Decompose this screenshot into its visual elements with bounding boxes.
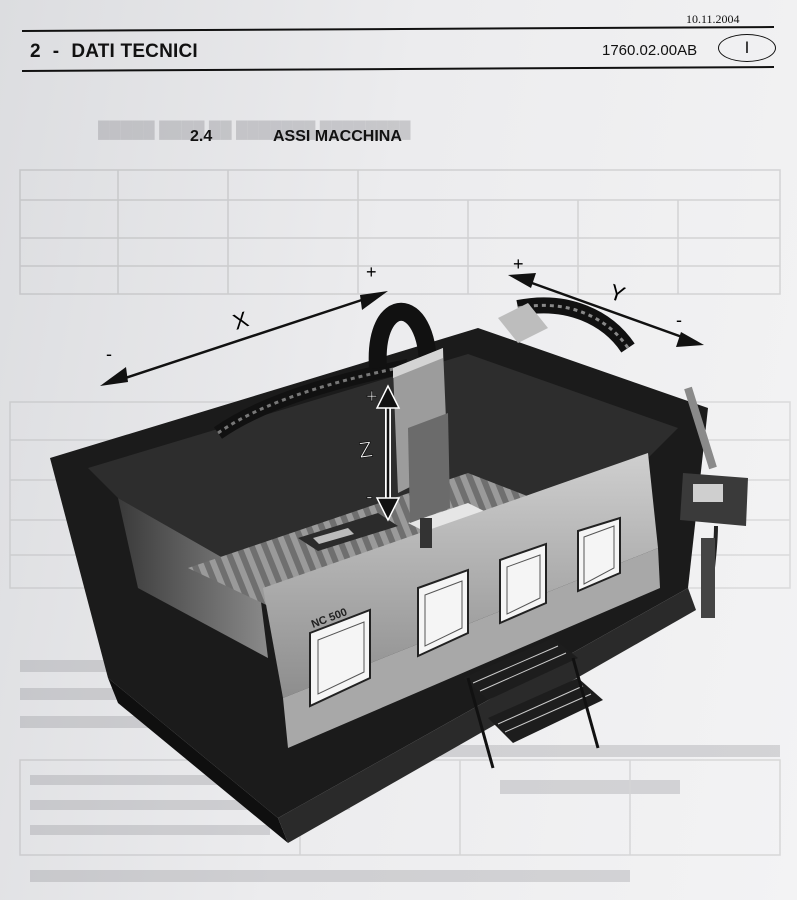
x-axis-arrow — [100, 291, 388, 386]
header-bottom-rule — [21, 66, 775, 72]
section-title: ASSI MACCHINA — [273, 128, 402, 145]
z-axis-minus: - — [366, 486, 373, 508]
section-number: 2.4 — [190, 128, 213, 145]
chapter-dash: - — [52, 41, 60, 62]
y-axis-arrow — [508, 273, 704, 347]
z-axis-plus: + — [366, 386, 378, 408]
y-axis-label: Y — [606, 279, 628, 307]
language-mark: I — [718, 34, 776, 62]
document-date: 10.11.2004 — [686, 12, 740, 26]
x-axis-minus: - — [106, 344, 112, 364]
z-axis-label: Z — [357, 436, 374, 463]
access-steps — [463, 638, 603, 769]
document-code: 1760.02.00AB — [602, 42, 698, 59]
bleed-through-table — [19, 169, 781, 295]
chapter-title: DATI TECNICI — [71, 41, 198, 62]
header-top-rule — [21, 26, 775, 32]
control-panel — [680, 386, 748, 619]
x-axis-plus: + — [366, 262, 377, 282]
y-axis-plus: + — [513, 258, 524, 274]
y-axis-minus: - — [676, 310, 682, 330]
z-axis-arrow — [375, 384, 401, 522]
chapter-number: 2 — [30, 41, 41, 62]
x-axis-label: X — [230, 306, 252, 334]
machine-head — [368, 303, 450, 548]
chapter-heading: 2-DATI TECNICI — [30, 41, 198, 63]
machine-axes-illustration: NC 500 — [50, 258, 748, 843]
front-skirt: NC 500 — [263, 453, 660, 748]
cable-chains — [213, 297, 635, 439]
